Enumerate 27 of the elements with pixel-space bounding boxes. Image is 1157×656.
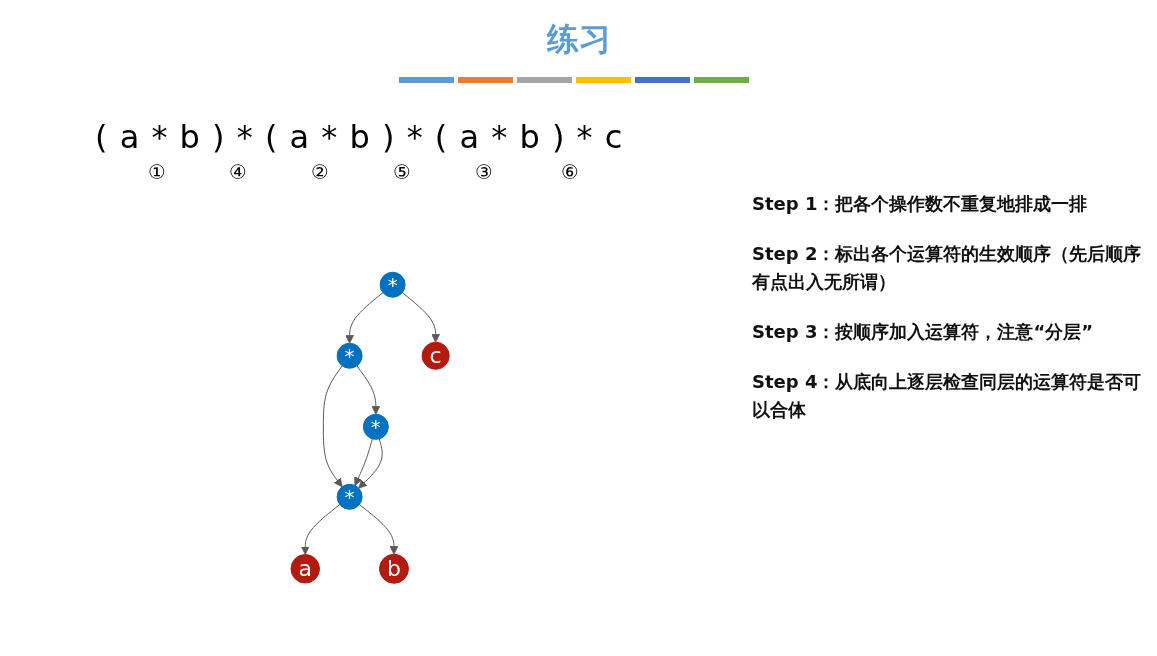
arrow [345, 292, 384, 344]
order-number: ⑥ [561, 160, 579, 184]
order-number: ④ [229, 160, 247, 184]
expression: ( a * b ) * ( a * b ) * ( a * b ) * c [95, 118, 623, 156]
node-circle: b [378, 553, 409, 584]
node-circle: * [379, 271, 406, 298]
title: 练习 [545, 19, 612, 60]
node-circle: a [290, 554, 320, 584]
node-circle: * [362, 413, 389, 440]
order-number: ① [148, 160, 166, 184]
step-text: Step 4：从底向上逐层检查同层的运算符是否可以合体 [752, 370, 1142, 422]
arrow [358, 438, 383, 489]
arrow [300, 504, 341, 555]
step-text: Step 1：把各个操作数不重复地排成一排 [752, 192, 1089, 216]
arrow [358, 504, 399, 555]
node-circle: c [421, 341, 450, 370]
arrow [354, 438, 373, 486]
node-circle: * [336, 483, 363, 510]
step-text: Step 3：按顺序加入运算符，注意“分层” [752, 320, 1095, 344]
order-number: ② [311, 160, 329, 184]
order-number: ③ [475, 160, 493, 184]
arrow [322, 365, 343, 488]
step-text: Step 2：标出各个运算符的生效顺序（先后顺序有点出入无所谓） [752, 242, 1142, 294]
arrow [401, 292, 440, 343]
node-circle: * [336, 342, 363, 369]
arrow [356, 365, 381, 415]
order-number: ⑤ [393, 160, 411, 184]
